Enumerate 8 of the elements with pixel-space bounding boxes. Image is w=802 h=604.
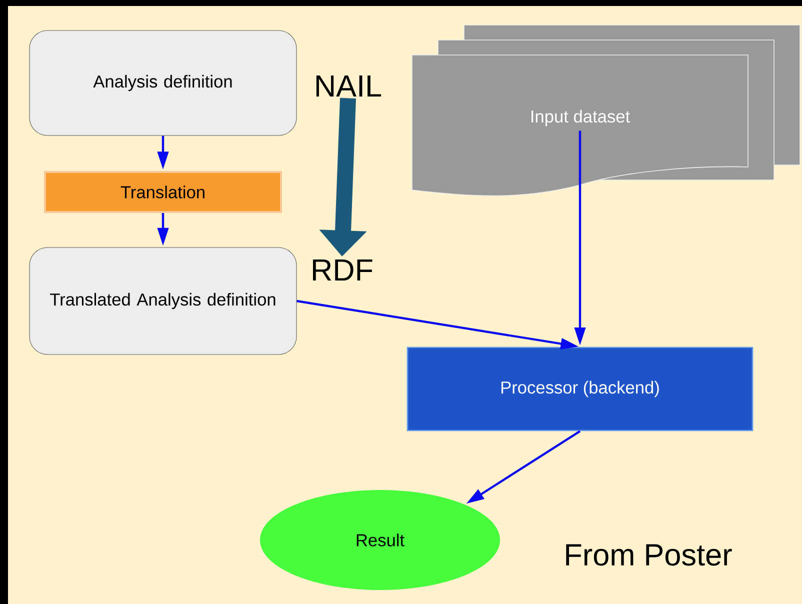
process-box: Translation	[44, 171, 282, 213]
dataset-document: Input dataset	[412, 24, 800, 196]
note-text: From Poster	[566, 544, 732, 566]
step-label: RDF	[313, 259, 372, 281]
process-box: Analysis definition	[29, 30, 297, 136]
process-box: Processor (backend)	[406, 346, 754, 432]
step-label: NAIL	[316, 75, 382, 97]
process-box: Translated Analysis definition	[29, 247, 297, 355]
